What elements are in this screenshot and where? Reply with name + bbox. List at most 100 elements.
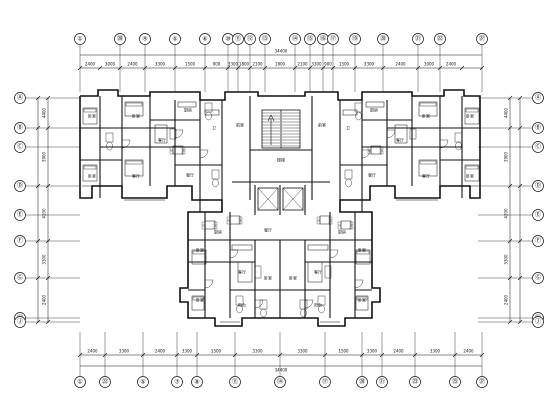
room-label: 卧室 (466, 173, 474, 179)
toilet-bowl (236, 304, 243, 314)
dim-label-right: 2400 (504, 294, 509, 305)
chair (201, 225, 206, 230)
axis-bubble-bottom-circle (476, 376, 488, 388)
room-label: 餐厅 (264, 227, 272, 233)
axis-bubble-left-circle (14, 122, 26, 134)
chair (337, 221, 342, 226)
axis-bubble-top-circle (114, 33, 126, 45)
kitchen-counter (307, 244, 329, 251)
sofa (154, 124, 177, 144)
room-label: 卧室 (88, 113, 96, 119)
axis-bubble-left: Ⓖ (17, 274, 23, 282)
axis-bubble-bottom: ㉒ (102, 378, 108, 386)
table-top (204, 220, 216, 230)
axis-bubble-top: ⑰ (330, 35, 336, 43)
toilet-fixture (344, 169, 353, 188)
axis-bubble-bottom: ㉗ (479, 378, 485, 386)
room-label: 卧室 (196, 247, 204, 253)
room-labels: 卧室卧室卧室客厅客厅厨房卫餐厅卧室卧室卧室客厅客厅厨房卫餐厅前室前室楼梯卧室卧室… (88, 107, 474, 308)
chair (181, 146, 186, 151)
axis-bubble-left: Ⓓ (17, 182, 23, 190)
axis-bubble-bottom: ⑳ (359, 378, 365, 386)
door-swing (304, 299, 314, 309)
axis-bubble-left: Ⓑ (17, 124, 23, 132)
dining-table (316, 215, 333, 225)
bed (124, 159, 144, 177)
axis-bubble-left-circle (14, 235, 26, 247)
bed-pillow (465, 165, 479, 170)
dim-tick-right (517, 238, 523, 244)
dim-label-top: 2400 (85, 62, 96, 67)
room-label: 卧室 (264, 275, 272, 281)
table-top (229, 215, 241, 225)
axis-bubble-top-circle (139, 33, 151, 45)
axis-bubble-top: ㉗ (479, 35, 485, 43)
dim-label-right: 4400 (504, 107, 509, 118)
sofa (394, 124, 417, 144)
toilet-tank (204, 102, 213, 113)
kitchen-counter (204, 109, 220, 116)
door-swing (361, 149, 371, 159)
dim-tick-left (35, 183, 41, 189)
axis-bubble-bottom: ⑭ (277, 378, 283, 386)
door-swing (121, 139, 131, 149)
axis-bubble-left-circle (14, 92, 26, 104)
axis-bubble-left: Ⓐ (17, 94, 23, 102)
axis-bubble-bottom-circle (171, 376, 183, 388)
dim-tick-left (35, 238, 41, 244)
axis-bubble-bottom-circle (274, 376, 286, 388)
dining-table (226, 215, 243, 225)
axis-bubble-top-circle (232, 33, 244, 45)
door-swing (229, 249, 239, 259)
dim-label-top: 3300 (228, 62, 239, 67)
axis-bubble-top: ⑭ (292, 35, 298, 43)
axis-bubble-right-circle (532, 272, 544, 284)
toilet-fixture (299, 299, 308, 318)
dim-tick-top (437, 65, 443, 71)
dim-tick-right (517, 183, 523, 189)
dim-tick-top (172, 65, 178, 71)
dining-table (201, 220, 218, 230)
axis-bubble-top: ① (77, 36, 82, 43)
bed-frame (191, 249, 207, 265)
dim-label-top: 3000 (424, 62, 435, 67)
kitchen-counter (342, 109, 358, 116)
dim-total-top: 34400 (275, 49, 288, 54)
room-label: 卧室 (289, 275, 297, 281)
chair (213, 221, 218, 226)
kitchen-counter (365, 101, 385, 108)
dim-label-bottom: 3300 (182, 349, 193, 354)
sofa-body (307, 261, 323, 283)
bed-frame (355, 249, 371, 265)
room-label: 前室 (318, 122, 326, 128)
coffee-table (324, 265, 332, 279)
chair (316, 216, 321, 221)
dim-tick-bottom (322, 352, 328, 358)
toilet-bowl (212, 178, 219, 188)
sofa-body (237, 261, 253, 283)
sofa-body (394, 124, 408, 144)
axis-bubble-top: ㉒ (437, 35, 443, 43)
dining-table (337, 220, 354, 230)
chair (337, 225, 342, 230)
toilet-fixture (105, 132, 114, 151)
axis-bubble-top: ⑲ (352, 35, 358, 43)
dim-label-bottom: 2400 (463, 349, 474, 354)
dim-tick-left (35, 95, 41, 101)
bed-pillow (125, 160, 143, 165)
dim-label-left: 2400 (42, 294, 47, 305)
room-label: 厨房 (370, 107, 378, 113)
dim-label-top: 2400 (446, 62, 457, 67)
dim-label-top: 900 (324, 62, 332, 67)
toilet-tank (354, 102, 363, 113)
toilet-bowl (355, 111, 362, 121)
axis-bubble-bottom-circle (99, 376, 111, 388)
bed-pillow (192, 296, 204, 301)
dim-label-top: 900 (213, 62, 221, 67)
bed (355, 295, 369, 311)
axis-bubble-right: Ⓖ (535, 274, 541, 282)
dim-label-top: 3300 (155, 62, 166, 67)
kitchen-counter (231, 244, 253, 251)
axis-bubble-right-circle (532, 122, 544, 134)
dim-label-bottom: 1500 (211, 349, 222, 354)
